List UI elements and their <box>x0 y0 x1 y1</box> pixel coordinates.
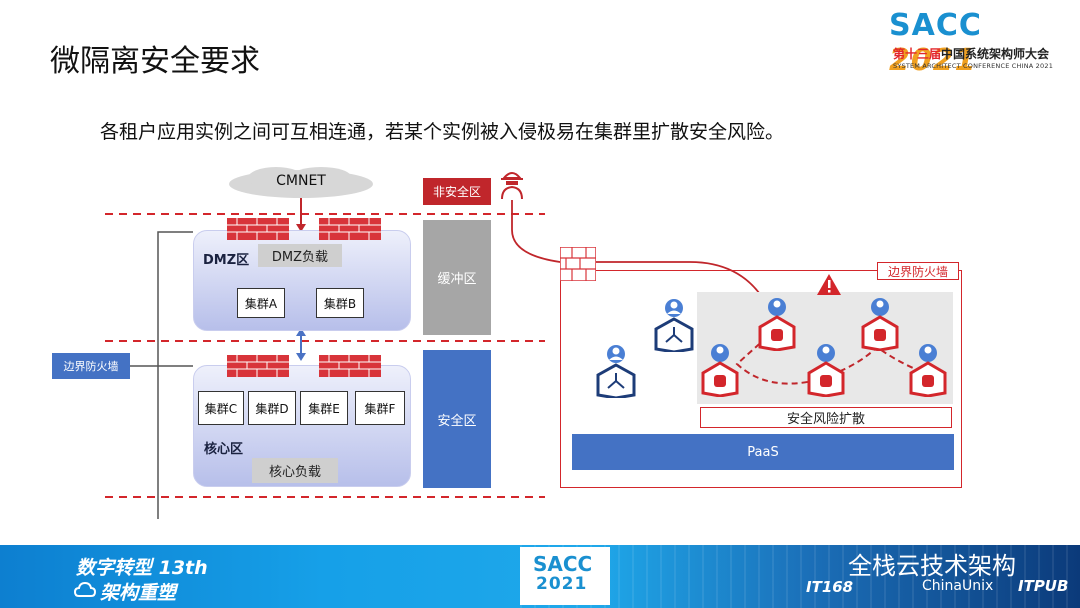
user-hex-icon <box>596 345 636 398</box>
attack-path <box>511 200 765 301</box>
footer-slogan-1: 数字转型 13th <box>76 557 208 579</box>
firewall-icon <box>560 247 596 281</box>
partner-chinaunix: ChinaUnix <box>922 578 994 594</box>
infected-hex-icon <box>861 298 899 351</box>
footer-badge <box>520 547 610 605</box>
firewall-icon <box>319 218 381 240</box>
bug-icon <box>771 329 783 341</box>
cluster-c: 集群C <box>198 391 244 425</box>
buffer-zone-block: 缓冲区 <box>423 220 491 335</box>
subtitle: 各租户应用实例之间可互相连通，若某个实例被入侵极易在集群里扩散安全风险。 <box>100 121 785 143</box>
logo-cn: 第十三届中国系统架构师大会 <box>893 45 1049 62</box>
double-arrow-head-up <box>296 328 306 336</box>
dmz-load-balancer: DMZ负载 <box>258 244 342 267</box>
footer-badge-brand: SACC <box>533 552 593 576</box>
right-border-firewall-tag: 边界防火墙 <box>877 262 959 280</box>
bracket-line <box>157 231 193 519</box>
watermark: 全栈云技术架构 <box>848 552 1016 580</box>
logo-en: SYSTEM ARCHITECT CONFERENCE CHINA 2021 <box>893 62 1054 70</box>
infected-hex-icon <box>807 344 845 397</box>
logo-brand: SACC <box>889 8 982 43</box>
infected-hex-icon <box>758 298 796 351</box>
cluster-a: 集群A <box>237 288 285 318</box>
footer-badge-year: 2021 <box>536 574 588 594</box>
cluster-b: 集群B <box>316 288 364 318</box>
firewall-icon <box>319 355 381 377</box>
bug-icon <box>922 375 934 387</box>
bug-icon <box>874 329 886 341</box>
cluster-e: 集群E <box>300 391 348 425</box>
core-zone-label: 核心区 <box>204 442 244 457</box>
safe-zone-block: 安全区 <box>423 350 491 488</box>
paas-bar: PaaS <box>572 434 954 470</box>
border-firewall-tag: 边界防火墙 <box>52 353 130 379</box>
border-firewall-frame <box>560 270 962 488</box>
warning-icon <box>817 274 841 295</box>
cmnet-label: CMNET <box>276 173 326 189</box>
infected-hex-icon <box>909 344 947 397</box>
bug-icon <box>714 375 726 387</box>
cluster-f: 集群F <box>355 391 405 425</box>
risk-spread-label: 安全风险扩散 <box>700 407 952 428</box>
cmnet-arrow-head <box>296 224 306 232</box>
partner-it168: IT168 <box>806 578 854 596</box>
cluster-d: 集群D <box>248 391 296 425</box>
cloud-icon <box>229 167 373 198</box>
bug-icon <box>820 375 832 387</box>
user-hex-icon <box>654 299 694 352</box>
infected-hex-icon <box>701 344 739 397</box>
page-title: 微隔离安全要求 <box>50 44 260 79</box>
double-arrow-head-down <box>296 353 306 361</box>
logo-cn-prefix: 第十三届 <box>893 47 942 61</box>
unsafe-zone-tag: 非安全区 <box>423 178 491 205</box>
footer-slogan-2: 架构重塑 <box>100 582 177 604</box>
sacc-logo: SACC 2021 <box>889 8 1080 78</box>
firewall-icon <box>227 218 289 240</box>
dmz-zone-label: DMZ区 <box>203 253 250 268</box>
footer-pattern <box>520 545 1080 608</box>
cloud-icon <box>74 581 96 597</box>
partner-itpub: ITPUB <box>1018 577 1069 595</box>
firewall-icon <box>227 355 289 377</box>
logo-year: 2021 <box>889 43 977 78</box>
hacker-icon <box>501 172 523 200</box>
core-load-balancer: 核心负载 <box>252 458 338 483</box>
logo-cn-suffix: 中国系统架构师大会 <box>941 47 1050 61</box>
